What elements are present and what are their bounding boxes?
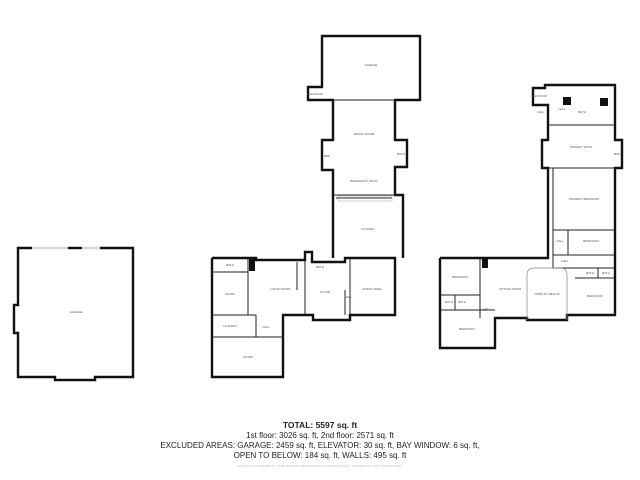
room-label: PRIMARY BATH: [570, 145, 592, 149]
total-area: TOTAL: 5597 sq. ft: [282, 420, 358, 430]
room-label: ELEVATOR: [531, 94, 547, 98]
first-floor: BATH ROOM LAUNDRY HALL ROOM LIVING ROOM BATH FO…: [210, 34, 422, 379]
room-label: BATH: [458, 300, 466, 304]
room-label: BATH: [586, 271, 594, 275]
room-label: DINING AREA: [362, 287, 381, 291]
room-label: BATH: [578, 110, 586, 114]
room-label: HALL: [344, 295, 352, 299]
floor-areas: 1st floor: 3026 sq. ft, 2nd floor: 2571 …: [246, 431, 394, 440]
room-label: HALL: [262, 325, 270, 329]
room-label: HALL: [561, 259, 569, 263]
room-label: BATH: [602, 271, 610, 275]
room-label: BATH: [397, 152, 405, 156]
room-label: SITTING ROOM: [499, 287, 522, 291]
room-label: GARAGE: [70, 310, 83, 314]
excluded-areas-continued: OPEN TO BELOW: 184 sq. ft, WALLS: 495 sq…: [233, 451, 407, 460]
room-label: BEDROOM: [587, 294, 603, 298]
room-label: BEDROOM: [452, 275, 468, 279]
room-label: LIVING ROOM: [270, 287, 291, 291]
room-label: PRIMARY BEDROOM: [569, 197, 599, 201]
room-label: HALL: [483, 307, 491, 311]
room-label: GARAGE: [365, 63, 378, 67]
room-label: FAMILY ROOM: [354, 132, 375, 136]
room-label: HALL: [537, 110, 545, 114]
room-label: HALL: [558, 107, 566, 111]
room-label: ELEVATOR: [307, 92, 323, 96]
room-label: BREAKFAST NOOK: [350, 179, 377, 183]
second-floor: ELEVATOR HALL HALL BATH PRIMARY BATH BATH PRIM…: [438, 83, 624, 350]
room-label: BATH: [226, 263, 234, 267]
room-label: FOYER: [320, 290, 331, 294]
room-label: BATH: [614, 152, 622, 156]
room-label: OPEN TO BELOW: [534, 292, 559, 296]
room-label: BATH: [316, 265, 324, 269]
detached-garage: GARAGE: [12, 246, 135, 382]
room-label: BATH: [445, 300, 453, 304]
room-label: LAUNDRY: [223, 324, 237, 328]
room-label: ROOM: [225, 292, 235, 296]
excluded-areas: EXCLUDED AREAS: GARAGE: 2459 sq. ft, ELE…: [160, 441, 480, 450]
room-label: ROOM: [243, 355, 253, 359]
room-label: BEDROOM: [459, 327, 475, 331]
room-label: HALL: [556, 239, 564, 243]
room-label: DEN: [324, 154, 330, 158]
room-label: BEDROOM: [583, 239, 599, 243]
room-label: KITCHEN: [361, 227, 374, 231]
disclaimer: FLOOR PLAN CREATED BY CUBICASA APP. MEAS…: [237, 464, 403, 468]
